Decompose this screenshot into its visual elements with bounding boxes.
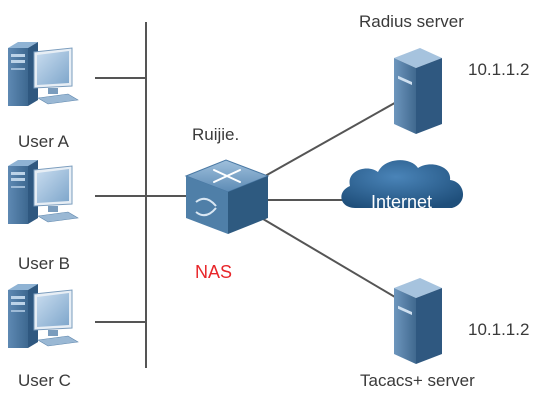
user-a-label: User A [18,132,70,151]
cloud-icon [341,160,464,208]
user-c-computer-icon [7,283,79,349]
user-b-computer-icon [7,159,79,225]
tacacs-server-label: Tacacs+ server [360,371,475,390]
user-c-label: User C [18,371,71,390]
tacacs-server-ip: 10.1.1.2 [468,320,530,339]
nas-to-radius-link [257,99,401,181]
user-a-computer-icon [7,41,79,107]
internet-label: Internet [371,192,433,212]
switch-icon [184,159,270,234]
radius-server-icon [394,48,442,134]
connection-lines [95,22,401,368]
nas-to-tacacs-link [257,215,401,301]
nas-label: NAS [195,262,233,282]
tacacs-server-icon [394,278,442,364]
radius-server-label: Radius server [359,12,464,31]
user-b-label: User B [18,254,70,273]
radius-server-ip: 10.1.1.2 [468,60,530,79]
switch-brand-label: Ruijie. [192,125,240,144]
